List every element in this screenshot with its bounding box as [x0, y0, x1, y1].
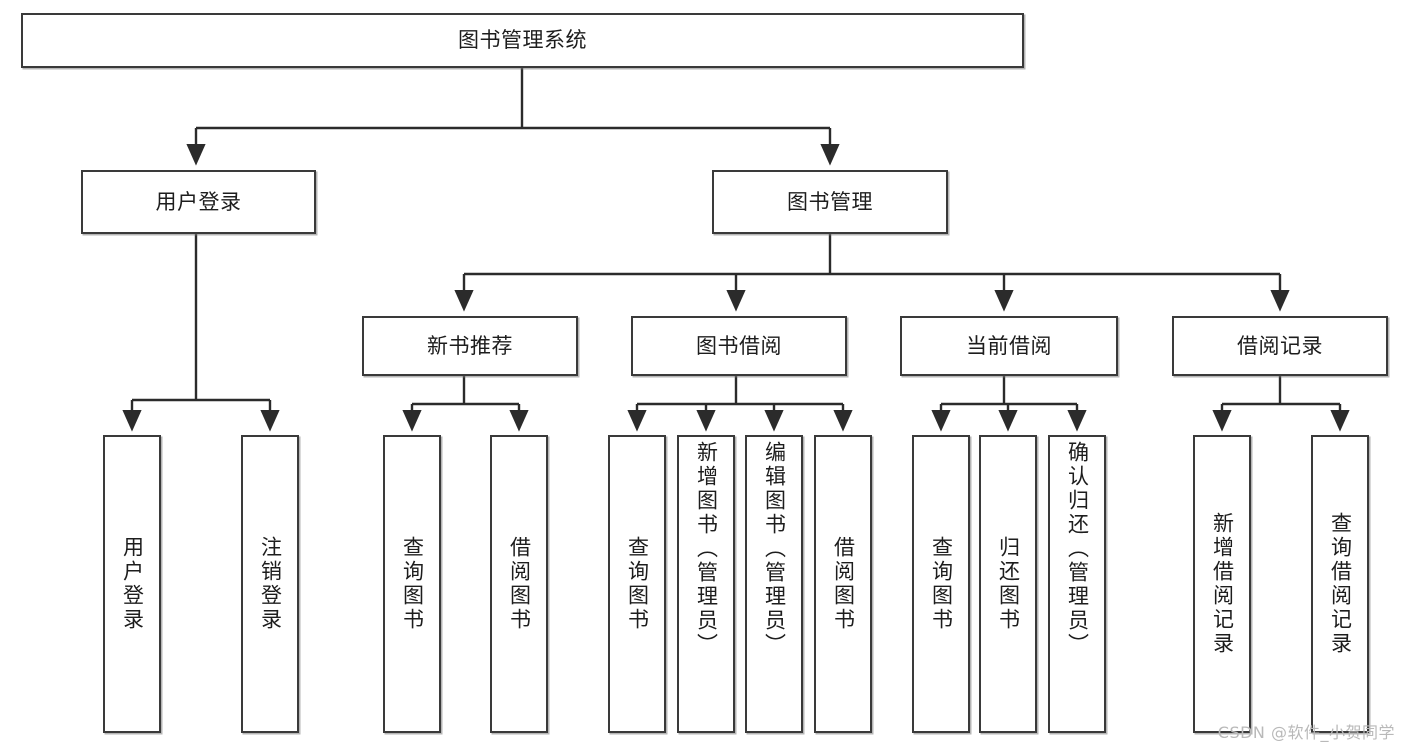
leaf-current-confirm-return-admin[interactable]: 确认归还（管理员）: [1048, 435, 1106, 733]
node-user-login[interactable]: 用户登录: [81, 170, 316, 234]
leaf-record-query-record[interactable]: 查询借阅记录: [1311, 435, 1369, 733]
leaf-borrow-edit-book-admin[interactable]: 编辑图书（管理员）: [745, 435, 803, 733]
leaf-user-logout[interactable]: 注销登录: [241, 435, 299, 733]
node-label: 查询图书: [929, 536, 954, 632]
node-label: 图书管理: [787, 189, 873, 214]
node-label: 归还图书: [996, 536, 1021, 632]
node-label: 查询借阅记录: [1328, 512, 1353, 656]
node-borrow-record[interactable]: 借阅记录: [1172, 316, 1388, 376]
watermark: CSDN @软件_小贺同学: [1217, 723, 1395, 742]
node-new-book-recommend[interactable]: 新书推荐: [362, 316, 578, 376]
node-label: 新增借阅记录: [1210, 512, 1235, 656]
node-label: 确认归还（管理员）: [1065, 441, 1090, 657]
leaf-newbook-query-book[interactable]: 查询图书: [383, 435, 441, 733]
node-label: 用户登录: [120, 536, 145, 632]
node-current-borrow[interactable]: 当前借阅: [900, 316, 1118, 376]
node-book-borrow[interactable]: 图书借阅: [631, 316, 847, 376]
leaf-borrow-query-book[interactable]: 查询图书: [608, 435, 666, 733]
node-root[interactable]: 图书管理系统: [21, 13, 1024, 68]
node-label: 图书管理系统: [458, 28, 587, 53]
node-label: 借阅图书: [831, 536, 856, 632]
leaf-current-return-book[interactable]: 归还图书: [979, 435, 1037, 733]
node-label: 注销登录: [258, 536, 283, 632]
node-label: 查询图书: [400, 536, 425, 632]
node-label: 借阅记录: [1237, 333, 1323, 358]
leaf-record-add-record[interactable]: 新增借阅记录: [1193, 435, 1251, 733]
node-label: 新增图书（管理员）: [694, 441, 719, 657]
node-label: 图书借阅: [696, 333, 782, 358]
leaf-current-query-book[interactable]: 查询图书: [912, 435, 970, 733]
node-label: 用户登录: [155, 189, 242, 214]
leaf-borrow-add-book-admin[interactable]: 新增图书（管理员）: [677, 435, 735, 733]
leaf-newbook-borrow-book[interactable]: 借阅图书: [490, 435, 548, 733]
node-label: 新书推荐: [427, 333, 513, 358]
node-book-management[interactable]: 图书管理: [712, 170, 948, 234]
leaf-user-login[interactable]: 用户登录: [103, 435, 161, 733]
node-label: 当前借阅: [966, 333, 1052, 358]
node-label: 借阅图书: [507, 536, 532, 632]
node-label: 编辑图书（管理员）: [762, 441, 787, 657]
node-label: 查询图书: [625, 536, 650, 632]
leaf-borrow-borrow-book[interactable]: 借阅图书: [814, 435, 872, 733]
